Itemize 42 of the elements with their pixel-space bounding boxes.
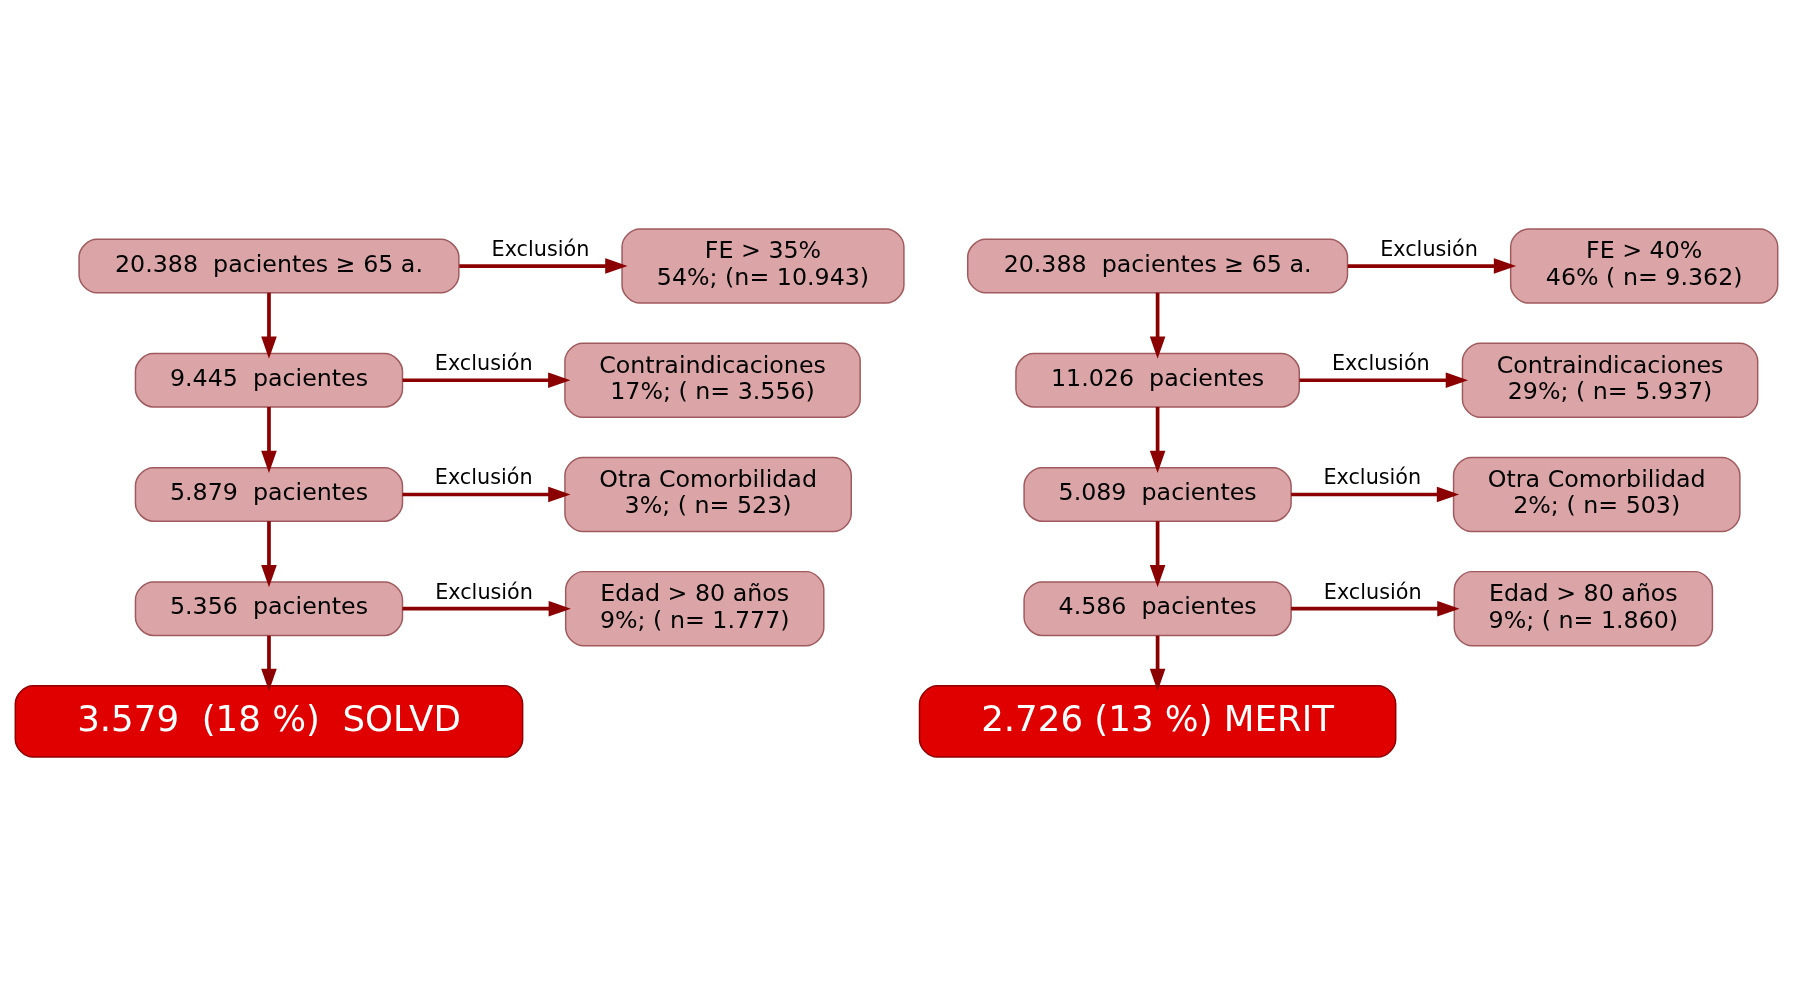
edge-label: Exclusión — [1323, 465, 1422, 490]
node-box: 5.879 pacientes — [134, 467, 404, 522]
node-box: 2.726 (13 %) MERIT — [918, 685, 1397, 758]
arrow — [1291, 486, 1460, 503]
edge-label: Exclusión — [1323, 579, 1422, 604]
node-box: 4.586 pacientes — [1023, 581, 1292, 637]
arrow — [261, 635, 277, 692]
arrow — [402, 600, 571, 617]
node-box: FE > 40% 46% ( n= 9.362) — [1509, 228, 1779, 304]
arrow — [1299, 372, 1468, 389]
node-box: 20.388 pacientes ≥ 65 a. — [966, 238, 1349, 294]
node-box: 9.445 pacientes — [134, 352, 404, 408]
edge-label: Exclusión — [434, 465, 533, 490]
node-box: Contraindicaciones 17%; ( n= 3.556) — [564, 342, 861, 419]
arrow — [402, 486, 571, 503]
node-box: 5.356 pacientes — [134, 581, 404, 637]
edge-label: Exclusión — [491, 236, 590, 261]
arrow — [261, 407, 277, 474]
node-box: Contraindicaciones 29%; ( n= 5.937) — [1461, 342, 1759, 419]
arrow — [402, 372, 571, 389]
node-box: 3.579 (18 %) SOLVD — [14, 685, 524, 758]
arrow — [261, 521, 277, 588]
edge-label: Exclusión — [1380, 236, 1478, 261]
node-box: Otra Comorbilidad 2%; ( n= 503) — [1452, 456, 1741, 533]
edge-label: Exclusión — [1331, 351, 1430, 376]
node-box: Edad > 80 años 9%; ( n= 1.777) — [564, 570, 825, 647]
arrow — [1149, 521, 1166, 588]
node-box: Edad > 80 años 9%; ( n= 1.860) — [1453, 570, 1714, 647]
arrow — [1149, 407, 1166, 474]
arrow — [1149, 635, 1166, 692]
edge-label: Exclusión — [434, 351, 533, 376]
node-box: Otra Comorbilidad 3%; ( n= 523) — [564, 456, 852, 533]
node-box: 5.089 pacientes — [1023, 467, 1292, 522]
arrow — [1291, 600, 1460, 617]
arrow — [1149, 292, 1166, 359]
node-box: 11.026 pacientes — [1015, 352, 1300, 408]
arrow — [459, 258, 628, 274]
node-box: FE > 35% 54%; (n= 10.943) — [621, 228, 905, 304]
arrow — [1347, 258, 1517, 274]
edge-label: Exclusión — [435, 579, 533, 604]
arrow — [261, 292, 277, 359]
node-box: 20.388 pacientes ≥ 65 a. — [78, 238, 460, 294]
